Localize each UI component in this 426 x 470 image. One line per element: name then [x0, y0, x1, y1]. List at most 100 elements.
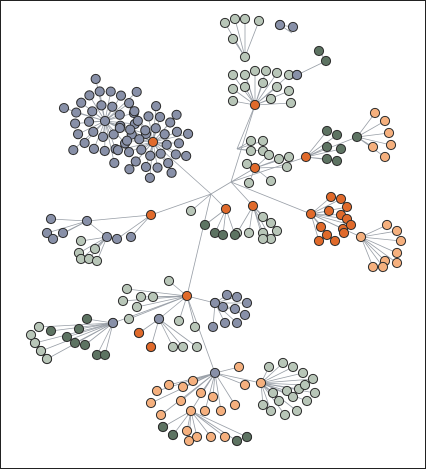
graph-node-27 — [59, 103, 68, 112]
graph-node-242 — [308, 374, 317, 383]
graph-node-53 — [166, 118, 175, 127]
graph-node-115 — [384, 128, 393, 137]
graph-node-234 — [240, 380, 249, 389]
graph-node-165 — [82, 216, 91, 225]
graph-node-177 — [118, 296, 127, 305]
graph-node-149 — [258, 234, 267, 243]
graph-edge-140 — [361, 231, 397, 237]
graph-node-100 — [284, 152, 293, 161]
graph-node-210 — [100, 350, 109, 359]
graph-node-82 — [240, 82, 249, 91]
graph-node-121 — [336, 194, 345, 203]
graph-node-46 — [131, 157, 140, 166]
graph-node-76 — [240, 70, 249, 79]
graph-node-226 — [146, 398, 155, 407]
graph-node-20 — [85, 91, 94, 100]
graph-node-70 — [228, 34, 237, 43]
graph-node-204 — [108, 318, 117, 327]
graph-node-233 — [234, 362, 243, 371]
graph-node-217 — [34, 322, 43, 331]
graph-node-239 — [278, 358, 287, 367]
graph-node-220 — [42, 354, 51, 363]
graph-node-49 — [126, 125, 135, 134]
graph-node-136 — [392, 248, 401, 257]
graph-node-37 — [135, 135, 144, 144]
graph-node-256 — [182, 426, 191, 435]
graph-node-56 — [167, 168, 176, 177]
graph-node-199 — [192, 342, 201, 351]
graph-node-23 — [116, 91, 125, 100]
graph-edge-11 — [187, 296, 215, 373]
graph-node-67 — [230, 14, 239, 23]
graph-node-15 — [80, 138, 89, 147]
graph-node-13 — [100, 146, 109, 155]
graph-node-191 — [208, 322, 217, 331]
graph-node-235 — [196, 388, 205, 397]
graph-node-31 — [110, 158, 119, 167]
graph-node-118 — [368, 142, 377, 151]
graph-node-147 — [244, 228, 253, 237]
graph-node-21 — [95, 87, 104, 96]
graph-node-265 — [168, 430, 177, 439]
graph-node-255 — [256, 378, 265, 387]
graph-node-254 — [300, 380, 309, 389]
graph-node-236 — [208, 392, 217, 401]
graph-node-77 — [250, 66, 259, 75]
graph-node-57 — [145, 173, 154, 182]
graph-node-132 — [306, 209, 315, 218]
graph-node-50 — [133, 116, 142, 125]
graph-node-133 — [382, 220, 391, 229]
graph-edge-6 — [151, 194, 211, 215]
graph-node-246 — [280, 410, 289, 419]
graph-node-54 — [172, 127, 181, 136]
graph-node-98 — [264, 150, 273, 159]
graph-node-186 — [232, 292, 241, 301]
graph-node-223 — [178, 382, 187, 391]
graph-node-16 — [73, 130, 82, 139]
graph-node-143 — [258, 212, 267, 221]
graph-node-19 — [77, 98, 86, 107]
graph-node-190 — [220, 318, 229, 327]
graph-node-158 — [126, 232, 135, 241]
graph-node-43 — [164, 159, 173, 168]
graph-node-221 — [26, 330, 35, 339]
graph-node-140 — [392, 258, 401, 267]
graph-node-60 — [115, 123, 124, 132]
graph-node-62 — [151, 102, 160, 111]
graph-node-91 — [292, 70, 301, 79]
graph-node-110 — [332, 156, 341, 165]
graph-node-52 — [155, 112, 164, 121]
graph-node-253 — [274, 396, 283, 405]
graph-node-154 — [218, 230, 227, 239]
graph-node-59 — [113, 146, 122, 155]
graph-node-40 — [160, 130, 169, 139]
graph-node-142 — [339, 228, 348, 237]
graph-node-163 — [48, 234, 57, 243]
graph-node-41 — [174, 139, 183, 148]
graph-edge-4 — [231, 182, 311, 214]
graph-node-202 — [146, 342, 155, 351]
graph-node-206 — [74, 324, 83, 333]
graph-node-189 — [232, 318, 241, 327]
graph-node-101 — [266, 176, 275, 185]
graph-node-106 — [322, 126, 331, 135]
graph-node-145 — [272, 226, 281, 235]
graph-node-89 — [250, 100, 259, 109]
graph-node-222 — [188, 376, 197, 385]
graph-node-174 — [148, 292, 157, 301]
graph-node-122 — [342, 202, 351, 211]
graph-node-170 — [92, 256, 101, 265]
graph-node-51 — [144, 112, 153, 121]
graph-node-95 — [258, 136, 267, 145]
graph-node-48 — [122, 136, 131, 145]
graph-edge-214 — [215, 373, 261, 383]
graph-node-231 — [216, 406, 225, 415]
graph-edge-164 — [51, 219, 87, 221]
graph-node-161 — [46, 214, 55, 223]
graph-node-55 — [182, 151, 191, 160]
graph-node-244 — [302, 396, 311, 405]
graph-node-74 — [275, 20, 284, 29]
graph-node-36 — [137, 145, 146, 154]
graph-node-135 — [396, 236, 405, 245]
graph-node-108 — [322, 142, 331, 151]
